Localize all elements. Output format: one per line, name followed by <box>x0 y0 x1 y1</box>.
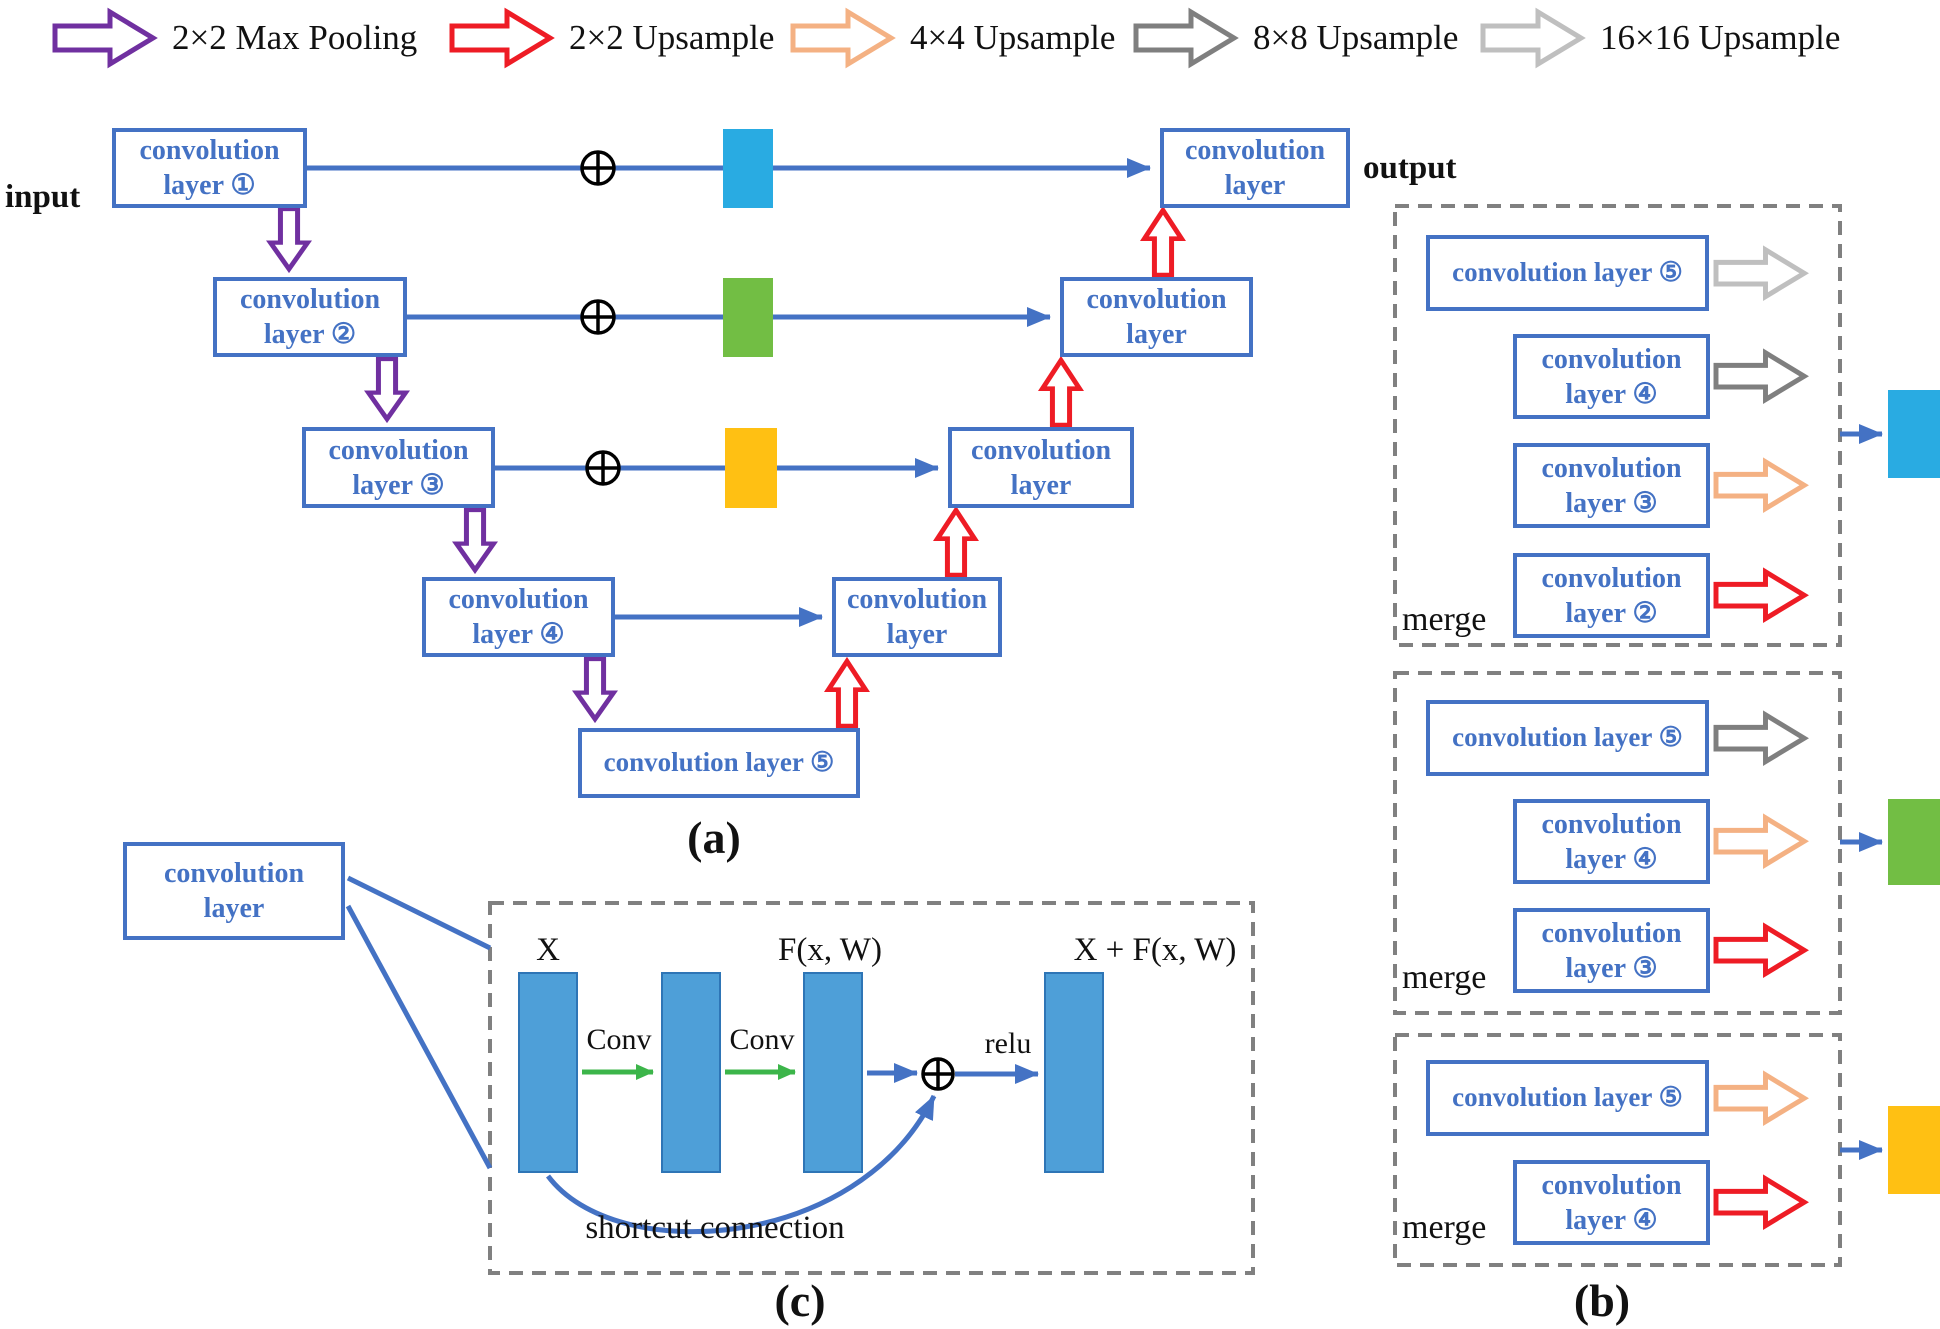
merge1-conv-layer-2: convolution layer ② <box>1513 553 1710 638</box>
relu-label: relu <box>984 1027 1032 1060</box>
upsample-8x8-arrow-icon <box>1136 12 1234 64</box>
max-pool-arrow-2-3 <box>368 359 405 419</box>
merge3-output-map <box>1888 1106 1940 1194</box>
legend-label-upsample-8x8: 8×8 Upsample <box>1253 18 1459 57</box>
shortcut-connection-label: shortcut connection <box>585 1210 845 1246</box>
caption-a: (a) <box>687 812 741 863</box>
residual-bar-x <box>518 972 578 1173</box>
residual-block-border <box>488 901 1255 1275</box>
upsample-16x16-arrow-icon <box>1716 250 1804 297</box>
upsample-8x8-arrow-icon <box>1716 353 1804 400</box>
upsample-2x2-arrow-icon <box>1716 927 1804 974</box>
caption-c: (c) <box>774 1275 826 1326</box>
merge3-label: merge <box>1402 1209 1487 1246</box>
shortcut-connection-curve <box>545 1094 937 1235</box>
zoom-connector-line-bottom <box>345 904 493 1170</box>
output-label: output <box>1363 150 1457 186</box>
legend-label-upsample-16x16: 16×16 Upsample <box>1600 18 1841 57</box>
upsample-arrow-5-4 <box>828 661 865 726</box>
max-pool-arrow-4-5 <box>576 659 613 719</box>
merge2-output-map <box>1888 799 1940 885</box>
legend-label-upsample-4x4: 4×4 Upsample <box>910 18 1116 57</box>
upsample-8x8-arrow-icon <box>1716 715 1804 762</box>
encoder-conv-layer-3: convolution layer ③ <box>302 427 495 508</box>
residual-bar-sum <box>1044 972 1104 1173</box>
upsample-16x16-arrow-icon <box>1483 12 1581 64</box>
max-pool-arrow-3-4 <box>456 510 493 570</box>
merge3-conv-layer-4: convolution layer ④ <box>1513 1160 1710 1245</box>
merge1-label: merge <box>1402 601 1487 638</box>
merge2-conv-layer-5: convolution layer ⑤ <box>1426 700 1709 776</box>
merge1-conv-layer-4: convolution layer ④ <box>1513 334 1710 419</box>
legend-label-upsample-2x2: 2×2 Upsample <box>569 18 775 57</box>
residual-source-conv-layer: convolution layer <box>123 842 345 940</box>
encoder-conv-layer-5: convolution layer ⑤ <box>578 728 860 798</box>
encoder-conv-layer-2: convolution layer ② <box>213 277 407 357</box>
fxw-label: F(x, W) <box>778 932 882 968</box>
decoder-conv-layer-4: convolution layer <box>832 577 1002 657</box>
decoder-conv-layer-3: convolution layer <box>948 427 1134 508</box>
max-pooling-arrow-icon <box>55 12 153 64</box>
zoom-connector-line-top <box>346 875 492 951</box>
concat-plus-icon <box>585 450 621 486</box>
conv-label-2: Conv <box>729 1023 795 1056</box>
max-pool-arrow-1-2 <box>270 209 307 269</box>
legend-label-max-pooling: 2×2 Max Pooling <box>172 18 418 57</box>
decoder-conv-layer-2: convolution layer <box>1060 277 1253 357</box>
sum-label: X + F(x, W) <box>1073 932 1237 968</box>
feature-map-cyan <box>723 129 773 208</box>
merge2-conv-layer-4: convolution layer ④ <box>1513 799 1710 884</box>
merge1-output-map <box>1888 390 1940 478</box>
residual-bar-fxw <box>803 972 863 1173</box>
x-label: X <box>536 932 560 968</box>
encoder-conv-layer-1: convolution layer ① <box>112 128 307 208</box>
residual-bar-mid <box>661 972 721 1173</box>
merge3-conv-layer-5: convolution layer ⑤ <box>1426 1060 1709 1136</box>
encoder-conv-layer-4: convolution layer ④ <box>422 577 615 657</box>
upsample-arrow-4-3 <box>937 510 974 575</box>
concat-plus-icon <box>580 150 616 186</box>
merge-group-1-border <box>1393 204 1842 647</box>
upsample-4x4-arrow-icon <box>1716 462 1804 509</box>
merge1-conv-layer-3: convolution layer ③ <box>1513 443 1710 528</box>
merge2-conv-layer-3: convolution layer ③ <box>1513 908 1710 993</box>
decoder-conv-layer-1: convolution layer <box>1160 128 1350 208</box>
merge2-label: merge <box>1402 959 1487 996</box>
upsample-4x4-arrow-icon <box>1716 1075 1804 1122</box>
upsample-2x2-arrow-icon <box>1716 1179 1804 1226</box>
input-label: input <box>5 179 81 215</box>
feature-map-green <box>723 278 773 357</box>
conv-label-1: Conv <box>586 1023 652 1056</box>
upsample-arrow-3-2 <box>1042 360 1079 425</box>
sum-plus-icon <box>921 1057 955 1091</box>
merge1-conv-layer-5: convolution layer ⑤ <box>1426 235 1709 311</box>
feature-map-yellow <box>725 428 777 508</box>
concat-plus-icon <box>580 299 616 335</box>
upsample-2x2-arrow-icon <box>452 12 550 64</box>
caption-b: (b) <box>1573 1275 1631 1326</box>
upsample-arrow-2-1 <box>1144 210 1181 275</box>
upsample-4x4-arrow-icon <box>793 12 891 64</box>
upsample-4x4-arrow-icon <box>1716 818 1804 865</box>
upsample-2x2-arrow-icon <box>1716 572 1804 619</box>
